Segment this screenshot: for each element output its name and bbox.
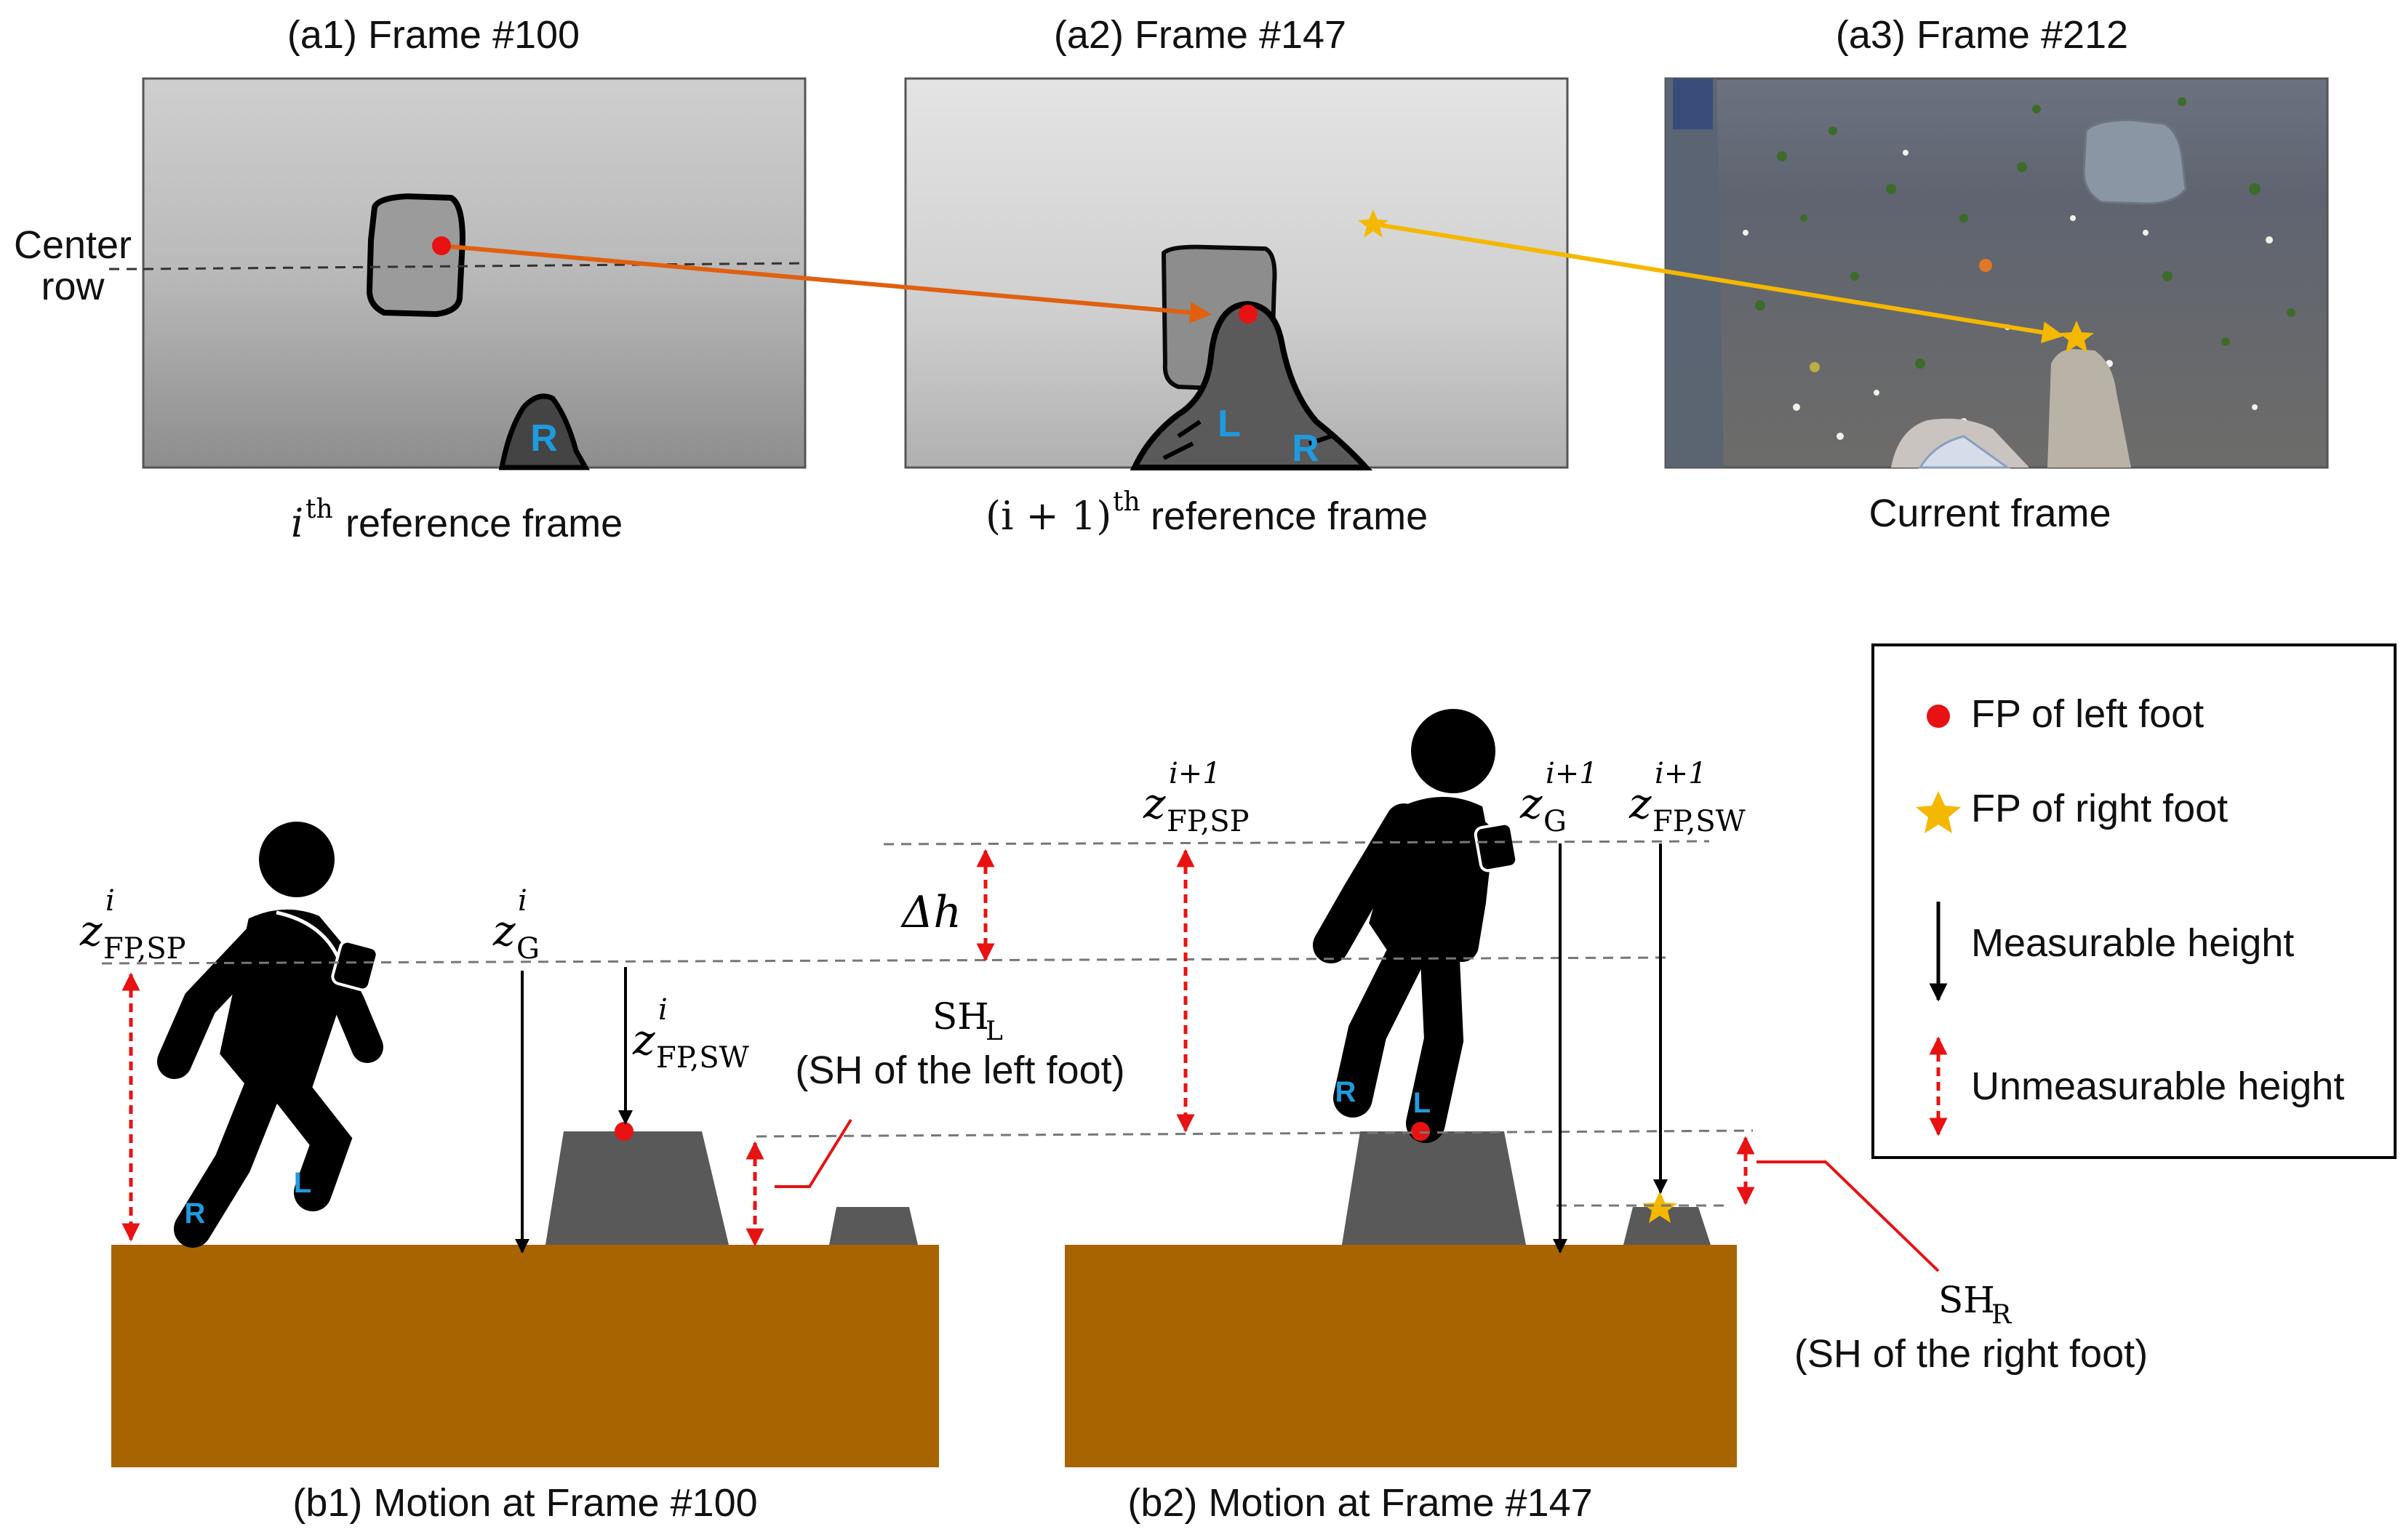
panel-a2-foot-L: L: [1218, 403, 1241, 445]
label-sh-l-desc: (SH of the left foot): [795, 1048, 1124, 1092]
caption-a2-prefix: (i + 1): [986, 493, 1111, 539]
walker-b1-L: L: [294, 1167, 311, 1199]
label-z-g-i-sup: i: [518, 884, 527, 918]
label-sh-r-base: SH: [1938, 1279, 1995, 1321]
walker-b2-L: L: [1413, 1087, 1431, 1119]
label-z-fp-sp-i-base: z: [79, 906, 103, 955]
sh-l-leader: [775, 1118, 852, 1188]
caption-a1-var: i: [291, 500, 303, 546]
a3-yellow-star: [2059, 321, 2094, 353]
center-row-label-1: Center: [14, 223, 132, 267]
panel-a1-title: (a1) Frame #100: [287, 13, 580, 57]
measurable-height-arrows: [515, 843, 1668, 1254]
obstacle-b1-large: [545, 1131, 729, 1245]
walker-b1: R L: [157, 822, 383, 1248]
label-z-fp-sw-i1: z i+1 FP,SW: [1628, 757, 1746, 838]
label-z-g-i1: z i+1 G: [1519, 757, 1598, 838]
legend: FP of left foot FP of right foot Measura…: [1871, 643, 2397, 1159]
panel-a2-title: (a2) Frame #147: [1054, 13, 1346, 57]
label-sh-r: SH R (SH of the right foot): [1794, 1279, 2148, 1376]
label-z-g-i1-base: z: [1519, 779, 1543, 828]
legend-label-left-fp: FP of left foot: [1971, 692, 2204, 736]
caption-b1: (b1) Motion at Frame #100: [292, 1481, 757, 1525]
label-z-g-i-sub: G: [516, 932, 540, 966]
obstacle-b2-small: [1623, 1207, 1711, 1245]
a2-yellow-star: [1358, 209, 1388, 238]
label-z-fp-sw-i1-base: z: [1628, 779, 1652, 828]
label-z-fp-sw-i: z i FP,SW: [632, 993, 749, 1075]
ground-b1: [111, 1245, 939, 1467]
b2-red-dot: [1411, 1122, 1430, 1141]
caption-a2: (i + 1) th reference frame: [986, 487, 1428, 539]
ground-b2: [1065, 1245, 1737, 1467]
label-sh-r-desc: (SH of the right foot): [1794, 1332, 2148, 1376]
legend-red-dot-icon: [1927, 705, 1950, 728]
label-z-g-i: z i G: [492, 884, 540, 966]
label-sh-l-base: SH: [932, 995, 989, 1038]
a2-red-dot: [1239, 305, 1258, 324]
panel-a3-title: (a3) Frame #212: [1836, 13, 2128, 57]
legend-yellow-star-icon: [1916, 791, 1961, 833]
caption-a2-sup: th: [1113, 487, 1140, 517]
legend-label-right-fp: FP of right foot: [1971, 787, 2228, 830]
obstacle-b1-small: [829, 1207, 918, 1245]
label-z-fp-sp-i: z i FP,SP: [79, 884, 186, 966]
b2-yellow-star: [1642, 1191, 1677, 1223]
label-z-fp-sp-i1: z i+1 FP,SP: [1143, 757, 1250, 838]
panel-a1-foot-R: R: [530, 417, 558, 460]
panel-a1-depth-image: R: [109, 77, 807, 470]
label-delta-h: Δh: [900, 887, 962, 938]
center-row-label-2: row: [41, 265, 105, 308]
caption-a1-text: reference frame: [345, 502, 623, 545]
b1-red-dot: [615, 1122, 634, 1141]
obstacle-b2-large: [1342, 1131, 1526, 1245]
label-z-fp-sw-i1-sup: i+1: [1655, 757, 1707, 790]
walker-b2-R: R: [1335, 1076, 1356, 1108]
top-track-arrows: [441, 222, 2064, 343]
label-z-fp-sp-i1-base: z: [1143, 779, 1166, 828]
dashed-lines: [101, 840, 1754, 1207]
label-z-fp-sw-i1-sub: FP,SW: [1652, 805, 1746, 838]
label-z-fp-sw-i-base: z: [632, 1015, 655, 1064]
caption-a2-text: reference frame: [1151, 494, 1428, 538]
label-z-fp-sw-i-sub: FP,SW: [656, 1041, 749, 1075]
label-z-fp-sw-i-sup: i: [658, 993, 668, 1027]
caption-a3: Current frame: [1869, 492, 2111, 535]
caption-b2: (b2) Motion at Frame #147: [1127, 1481, 1592, 1525]
legend-box: [1871, 643, 2397, 1159]
unmeasurable-height-arrows: [121, 849, 1755, 1247]
legend-label-measurable: Measurable height: [1971, 921, 2294, 965]
caption-a1: i th reference frame: [291, 494, 623, 546]
label-z-g-i1-sup: i+1: [1546, 757, 1598, 790]
label-z-fp-sp-i-sub: FP,SP: [103, 932, 186, 966]
label-z-g-i1-sub: G: [1543, 805, 1567, 838]
sh-r-leader: [1756, 1160, 1940, 1272]
label-z-fp-sp-i-sup: i: [105, 884, 115, 918]
label-z-fp-sp-i1-sup: i+1: [1169, 757, 1221, 790]
walker-b2: R L: [1313, 709, 1519, 1143]
a1-red-dot: [432, 236, 451, 255]
caption-a1-sup: th: [305, 494, 333, 524]
label-sh-r-sub: R: [1991, 1300, 2012, 1330]
panel-a2-foot-R: R: [1292, 428, 1319, 470]
label-sh-l: SH L (SH of the left foot): [795, 995, 1124, 1092]
label-z-g-i-base: z: [492, 906, 516, 955]
panel-a3-rgb-image: [1664, 77, 2329, 469]
legend-label-unmeasurable: Unmeasurable height: [1971, 1064, 2344, 1108]
label-z-fp-sp-i1-sub: FP,SP: [1167, 805, 1250, 838]
label-sh-l-sub: L: [986, 1016, 1003, 1046]
panel-a2-depth-image: L R: [904, 77, 1569, 470]
walker-b1-R: R: [185, 1198, 206, 1230]
